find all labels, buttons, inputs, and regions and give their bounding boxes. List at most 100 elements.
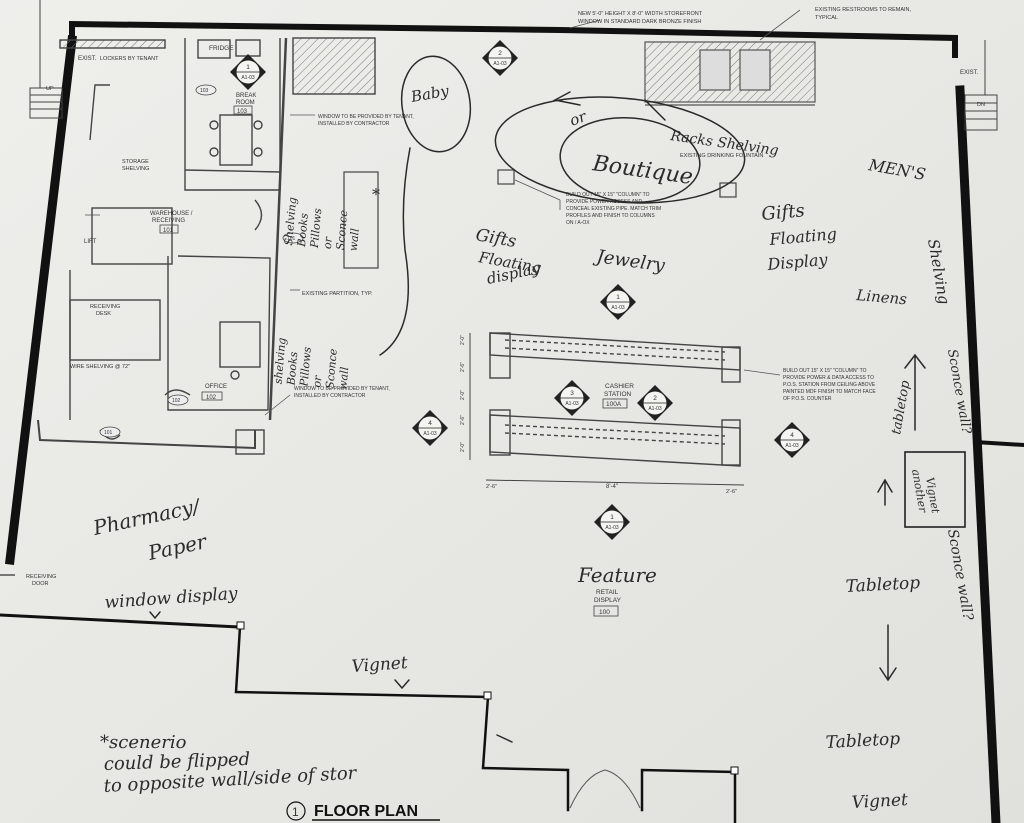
- svg-text:2'-0": 2'-0": [460, 335, 466, 345]
- note-shelving-wall-a: Shelving Books Pillows or Sconce wall: [282, 197, 362, 252]
- note-shelving-wall-b: shelving Books Pillows or Sconce wall: [272, 337, 352, 391]
- section-marker: 2A1-03: [637, 385, 673, 421]
- column-note-b: BUILD OUT 15" X 15" "COLUMN" TO PROVIDE …: [783, 368, 876, 402]
- front-wall-right: [640, 768, 737, 823]
- cashier-counters: [469, 332, 745, 486]
- existing-partition-label: EXISTING PARTITION, TYP.: [302, 291, 373, 297]
- svg-text:Sconce: Sconce: [334, 209, 350, 251]
- fountain-note: EXISTING DRINKING FOUNTAIN: [680, 153, 763, 159]
- dimension-right: 2'-6": [726, 489, 737, 495]
- svg-text:PROVIDE POWER ACCESS AND: PROVIDE POWER ACCESS AND: [566, 199, 643, 205]
- note-vignet-mid: Vignet: [351, 653, 409, 677]
- title-block: 1 FLOOR PLAN: [286, 801, 440, 821]
- printed-labels: FRIDGE BREAK ROOM 103 WAREHOUSE / RECEIV…: [26, 7, 985, 617]
- section-marker-number: 4: [428, 420, 432, 427]
- section-marker: 1A1-03: [594, 504, 630, 540]
- break-room-name: BREAK: [236, 93, 256, 99]
- warehouse-number: 101: [163, 228, 174, 234]
- restrooms-note: EXISTING RESTROOMS TO REMAIN,: [815, 7, 912, 13]
- lift-label: LIFT: [84, 239, 97, 245]
- front-wall-jog: [234, 625, 570, 812]
- column-boxes: [343, 169, 966, 528]
- office-number: 102: [206, 395, 217, 401]
- partition-wall: [268, 37, 288, 421]
- window-note-top: WINDOW TO BE PROVIDED BY TENANT,: [318, 114, 414, 120]
- up-label: UP: [46, 86, 54, 92]
- svg-text:Pillows: Pillows: [297, 346, 314, 388]
- section-marker: 1A1-03: [230, 54, 266, 90]
- svg-text:CONCEAL EXISTING PIPE. MATCH T: CONCEAL EXISTING PIPE. MATCH TRIM: [566, 206, 661, 212]
- break-room-name-2: ROOM: [236, 100, 255, 106]
- note-scenario-2: could be flipped: [103, 749, 250, 775]
- svg-text:2'-6": 2'-6": [460, 362, 466, 372]
- receiving-desk-label-2: DESK: [96, 311, 111, 317]
- section-marker-sheet: A1-03: [241, 75, 255, 81]
- dn-label: DN: [977, 102, 985, 108]
- svg-text:shelving: shelving: [272, 337, 289, 385]
- section-marker-number: 4: [790, 432, 794, 439]
- dimension-left: 2'-6": [486, 484, 497, 490]
- svg-text:Pillows: Pillows: [308, 207, 325, 249]
- front-doors: [236, 621, 739, 809]
- office-name: OFFICE: [205, 384, 227, 390]
- storage-label-2: SHELVING: [122, 166, 149, 172]
- top-wall: [69, 20, 958, 58]
- office-desk: [219, 321, 261, 368]
- right-exit-stair: [964, 40, 998, 131]
- column-note-a: BUILD OUT 15" X 15" "COLUMN" TO PROVIDE …: [566, 192, 661, 226]
- warehouse-name-2: RECEIVING: [152, 218, 185, 224]
- or-arrow: [552, 91, 581, 106]
- leader-lines: [85, 9, 801, 416]
- svg-text:or: or: [310, 374, 324, 388]
- retail-number: 100: [599, 609, 610, 616]
- svg-text:wall: wall: [336, 366, 351, 391]
- svg-text:Sconce: Sconce: [323, 348, 339, 390]
- svg-text:PROFILES AND FINISH TO COLUMNS: PROFILES AND FINISH TO COLUMNS: [566, 213, 655, 219]
- side-dimensions: 2'-0" 2'-6" 2'-0" 2'-6" 2'-0": [460, 335, 466, 452]
- exist-right: EXIST.: [960, 70, 979, 76]
- left-wall: [4, 34, 78, 566]
- restrooms: [644, 41, 816, 106]
- cashier-name-2: STATION: [604, 391, 632, 398]
- note-feature: Feature: [577, 563, 657, 587]
- section-marker-number: 2: [653, 395, 657, 402]
- section-marker: 4A1-03: [774, 422, 810, 458]
- section-marker: 3A1-03: [554, 380, 590, 416]
- retail-name: RETAIL: [596, 589, 619, 596]
- short-up-arrow: [877, 478, 893, 506]
- baby-circle: [400, 55, 472, 153]
- svg-text:Books: Books: [284, 351, 300, 387]
- window-note-top-2: INSTALLED BY CONTRACTOR: [318, 121, 390, 127]
- storefront-note-2: WINDOW IN STANDARD DARK BRONZE FINISH: [578, 19, 701, 25]
- break-room-number: 103: [237, 109, 248, 115]
- svg-text:2'-0": 2'-0": [460, 442, 466, 452]
- right-wall: [955, 85, 1001, 823]
- door-tags: 103 101 102 101: [99, 84, 304, 438]
- retail-name-2: DISPLAY: [594, 597, 622, 604]
- section-marker-sheet: A1-03: [423, 431, 437, 437]
- storefront-note: NEW 5'-0" HEIGHT X 8'-0" WIDTH STOREFRON…: [578, 11, 703, 17]
- section-marker-number: 1: [246, 64, 250, 71]
- svg-text:2'-6": 2'-6": [460, 415, 466, 425]
- racks-shelving-oval: [494, 96, 746, 204]
- exist-left: EXIST.: [78, 56, 97, 62]
- note-another-vignet-2: Vignet: [923, 476, 942, 515]
- svg-text:Books: Books: [295, 212, 311, 248]
- section-marker: 2A1-03: [482, 40, 518, 76]
- office-walls: [167, 255, 271, 411]
- wire-shelving-label: WIRE SHELVING @ 72": [70, 364, 130, 370]
- front-wall-left: [0, 613, 242, 629]
- section-marker-sheet: A1-03: [611, 305, 625, 311]
- section-marker: 1A1-03: [600, 284, 636, 320]
- svg-text:2'-0": 2'-0": [460, 390, 466, 400]
- back-of-house: [0, 37, 376, 576]
- note-gifts-right: Gifts: [761, 200, 806, 225]
- note-vignet-bottom: Vignet: [851, 790, 908, 813]
- left-exit-stair: [29, 0, 63, 119]
- break-room-walls: [184, 38, 281, 191]
- hand-sketch-lines: [149, 55, 926, 743]
- down-arrow: [879, 624, 897, 682]
- title-number-circle: [286, 801, 306, 821]
- svg-text:ON / A-OX: ON / A-OX: [566, 220, 590, 226]
- svg-text:OF P.O.S. COUNTER: OF P.O.S. COUNTER: [783, 396, 832, 402]
